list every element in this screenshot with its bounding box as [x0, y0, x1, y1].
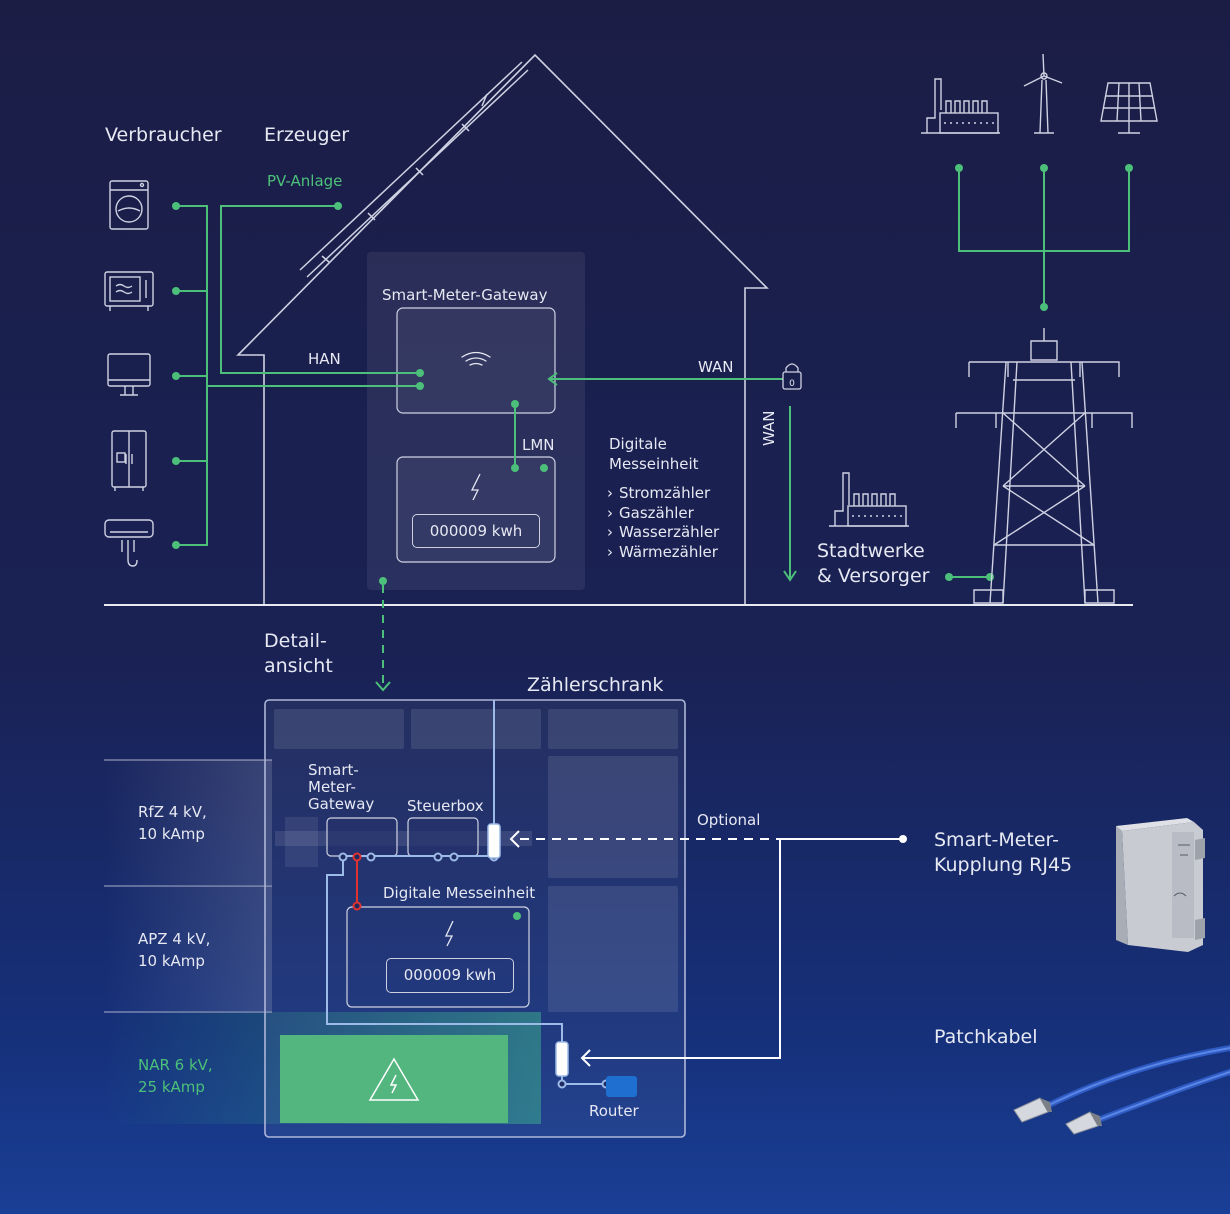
solar-panel-icon — [1100, 82, 1158, 134]
red-node-bottom — [352, 901, 362, 911]
detail-gateway-label-3: Gateway — [308, 795, 375, 813]
zone-rfz-bg — [104, 760, 272, 885]
utilities-label-2: & Versorger — [817, 565, 930, 587]
coupling-arrow — [580, 1049, 591, 1067]
zone-line: 25 kAmp — [138, 1078, 205, 1096]
zone-line: 10 kAmp — [138, 825, 205, 843]
wifi-icon — [461, 351, 491, 366]
gateway-label: Smart-Meter-Gateway — [382, 286, 548, 304]
detail-arrow — [375, 681, 391, 692]
wan-label: WAN — [698, 358, 734, 376]
cabinet-panels — [274, 709, 678, 1012]
gateway-box — [396, 307, 556, 414]
wind-turbine-icon — [1023, 53, 1063, 134]
generation-wiring — [958, 168, 1130, 307]
coupling-product-image — [1116, 818, 1205, 952]
house-meter-reading: 000009 kwh — [412, 514, 540, 548]
zone-line: RfZ 4 kV, — [138, 803, 207, 821]
han-wiring — [176, 205, 990, 582]
meter-cabinet — [264, 699, 686, 1138]
optional-label: Optional — [697, 811, 761, 829]
zone-line: 10 kAmp — [138, 952, 205, 970]
digital-unit-list: Stromzähler Gaszähler Wasserzähler Wärme… — [607, 484, 719, 562]
han-label: HAN — [308, 350, 341, 368]
house-outline — [236, 53, 769, 604]
router-icon — [606, 1076, 637, 1097]
control-box-label: Steuerbox — [407, 797, 484, 815]
zone-nar-label: NAR 6 kV, 25 kAmp — [138, 1054, 306, 1098]
utility-plant-icon — [829, 472, 909, 527]
zone-line: NAR 6 kV, — [138, 1056, 213, 1074]
producers-label: Erzeuger — [264, 124, 350, 146]
cable-label: Patchkabel — [934, 1026, 1038, 1048]
air-conditioner-icon — [104, 519, 154, 567]
utilities-label-1: Stadtwerke — [817, 540, 925, 562]
metering-column — [367, 252, 585, 590]
consumers-label: Verbraucher — [105, 124, 222, 146]
generation-nodes — [955, 164, 1133, 311]
control-box — [407, 817, 479, 857]
detail-meter-reading: 000009 kwh — [386, 958, 514, 993]
detail-digital-unit-label: Digitale Messeinheit — [383, 884, 536, 902]
lock-digit: 0 — [789, 379, 795, 389]
red-node-top — [352, 852, 362, 862]
zone-line: APZ 4 kV, — [138, 930, 211, 948]
list-item: Stromzähler — [607, 484, 719, 504]
zone-apz-bg — [104, 886, 272, 1011]
digital-unit-title-1: Digitale — [609, 435, 667, 453]
pv-label: PV-Anlage — [267, 172, 343, 190]
coupling-label-1: Smart-Meter- — [934, 829, 1060, 851]
list-item: Gaszähler — [607, 504, 719, 524]
wiring-nodes — [172, 202, 994, 585]
rj45-plug-icon — [1013, 1097, 1102, 1135]
patch-cable-image — [1044, 1045, 1230, 1123]
warning-icon — [368, 1057, 420, 1101]
washing-machine-icon — [109, 180, 149, 230]
detail-meter-box — [346, 906, 530, 1008]
coupling-label-2: Kupplung RJ45 — [934, 854, 1073, 876]
router-label: Router — [589, 1102, 639, 1120]
detail-label-2: ansicht — [264, 655, 333, 677]
detail-label-1: Detail- — [264, 630, 327, 652]
digital-unit-title-2: Messeinheit — [609, 455, 699, 473]
zone-dividers — [104, 759, 272, 1013]
rj45-coupling-icon — [487, 823, 569, 1077]
fridge-icon — [111, 430, 147, 491]
wan-vertical-label: WAN — [760, 410, 778, 447]
list-item: Wärmezähler — [607, 543, 719, 563]
coupling-node — [899, 835, 907, 843]
coupling-link — [582, 838, 903, 1059]
detail-gateway-label-1: Smart- — [308, 761, 359, 779]
lock-icon — [782, 363, 802, 390]
detail-meter-led — [513, 912, 521, 920]
detail-lightning-icon — [444, 920, 454, 947]
lightning-icon — [470, 473, 481, 501]
transmission-tower-icon — [955, 328, 1133, 604]
zone-rfz-label: RfZ 4 kV, 10 kAmp — [138, 801, 306, 845]
cabinet-label: Zählerschrank — [527, 674, 664, 696]
detail-gateway-label-2: Meter- — [308, 778, 356, 796]
pv-panels-icon — [299, 61, 529, 278]
zone-apz-label: APZ 4 kV, 10 kAmp — [138, 928, 306, 972]
list-item: Wasserzähler — [607, 523, 719, 543]
optional-arrow — [509, 830, 520, 848]
meter-box-house — [396, 456, 556, 563]
detail-gateway-box — [326, 817, 398, 857]
power-plant-icon — [921, 78, 1000, 134]
lmn-label: LMN — [522, 436, 555, 454]
microwave-icon — [104, 271, 154, 311]
monitor-icon — [107, 353, 151, 396]
